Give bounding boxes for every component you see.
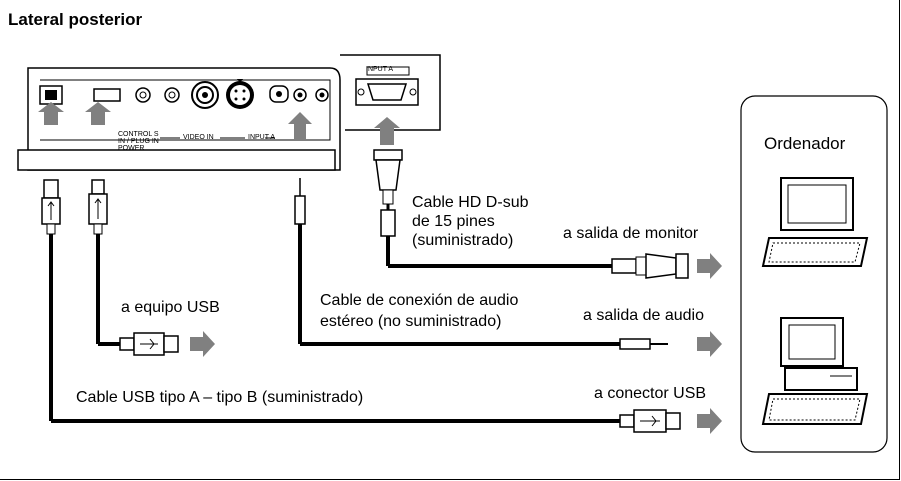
hd-cable-label-line2: de 15 pines: [412, 213, 495, 230]
usb-a-port-icon: [93, 88, 121, 102]
input-a-small-label: INPUT A: [248, 134, 276, 141]
projector-rear-panel: [17, 67, 341, 171]
hd-dsub-port-icon: [366, 83, 408, 101]
audio-cable-label-line1: Cable de conexión de audio: [320, 292, 519, 309]
usb-b-cable: [38, 102, 722, 434]
input-a-port-label: INPUT A: [366, 66, 394, 73]
usb-cable-label: Cable USB tipo A – tipo B (suministrado): [76, 389, 364, 406]
audio-out-label: a salida de audio: [583, 307, 704, 324]
usb-a-cable: [85, 102, 215, 357]
hd-cable-label-line3: (suministrado): [412, 232, 514, 249]
audio-cable: [288, 112, 722, 357]
laptop-icon: [761, 177, 869, 267]
projector-input-a-panel: [340, 54, 441, 131]
computer-label: Ordenador: [764, 134, 846, 153]
hd-dsub-cable: [373, 117, 722, 279]
control-s-label: CONTROL S: [118, 131, 159, 138]
audio-cable-label-line2: estéreo (no suministrado): [320, 313, 502, 330]
figure-title: Lateral posterior: [8, 10, 143, 29]
hd-cable-label-line1: Cable HD D-sub: [412, 194, 529, 211]
usb-connector-label: a conector USB: [594, 385, 707, 402]
power-label: POWER: [118, 145, 145, 152]
monitor-out-label: a salida de monitor: [563, 225, 699, 242]
desktop-icon: [761, 317, 869, 425]
usb-device-label: a equipo USB: [121, 299, 220, 316]
video-in-label: VIDEO IN: [183, 134, 214, 141]
plug-in-label: IN / PLUG IN: [118, 138, 159, 145]
